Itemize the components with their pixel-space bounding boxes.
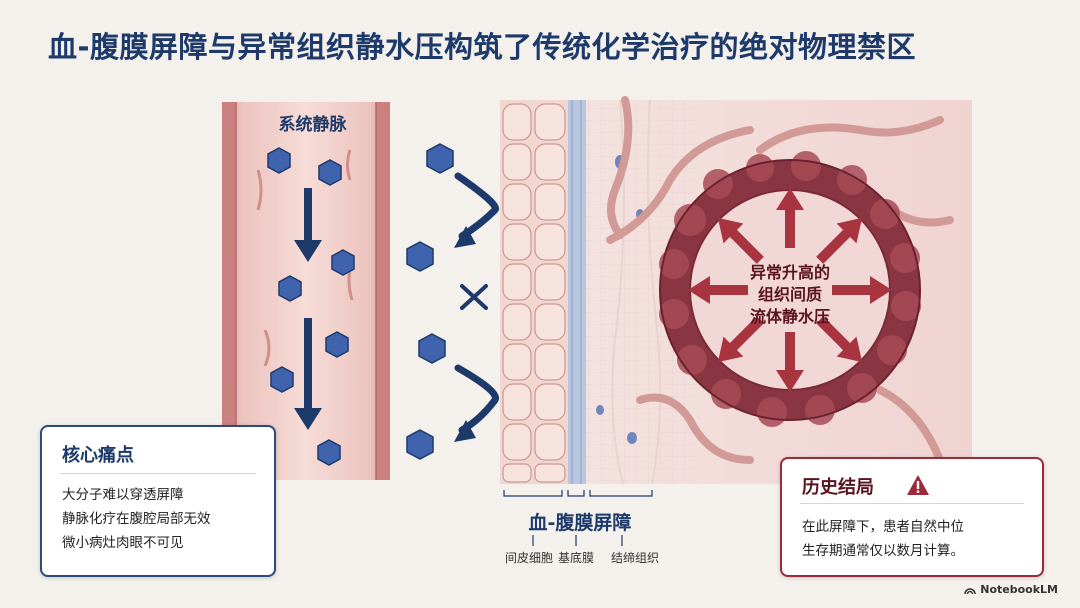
mesothelial-cells (500, 100, 568, 484)
pain-points-card: 核心痛点 大分子难以穿透屏障 静脉化疗在腹腔局部无效 微小病灶肉眼不可见 (40, 425, 276, 577)
history-card: 历史结局 在此屏障下，患者自然中位 生存期通常仅以数月计算。 (780, 457, 1044, 577)
history-card-line: 在此屏障下，患者自然中位 (802, 515, 964, 539)
pain-card-lines: 大分子难以穿透屏障 静脉化疗在腹腔局部无效 微小病灶肉眼不可见 (62, 483, 211, 555)
history-card-line: 生存期通常仅以数月计算。 (802, 539, 964, 563)
layer-label-connective: 结缔组织 (611, 549, 659, 566)
card-divider (60, 473, 256, 474)
deflect-arrowheads (454, 226, 476, 442)
pressure-label-line: 流体静水压 (725, 306, 855, 328)
pressure-label-line: 异常升高的 (725, 262, 855, 284)
brand-name: NotebookLM (980, 583, 1058, 596)
blocked-x-icon (462, 286, 486, 308)
layer-label-mesothelial: 间皮细胞 (505, 549, 553, 566)
history-card-title: 历史结局 (802, 473, 874, 499)
deflect-arrows (458, 176, 496, 430)
vein-label: 系统静脉 (250, 110, 375, 135)
pain-card-title: 核心痛点 (62, 441, 134, 467)
warning-icon (906, 474, 930, 496)
pressure-label: 异常升高的 组织间质 流体静水压 (725, 262, 855, 328)
brand-logo: NotebookLM (964, 583, 1058, 596)
pain-card-line: 静脉化疗在腹腔局部无效 (62, 507, 211, 531)
card-divider (800, 503, 1024, 504)
notebooklm-icon (964, 585, 976, 595)
pressure-label-line: 组织间质 (725, 284, 855, 306)
history-card-lines: 在此屏障下，患者自然中位 生存期通常仅以数月计算。 (802, 515, 964, 563)
basement-membrane (568, 100, 586, 484)
barrier-title: 血-腹膜屏障 (505, 508, 655, 535)
pain-card-line: 微小病灶肉眼不可见 (62, 531, 211, 555)
layer-label-basement: 基底膜 (558, 549, 594, 566)
blocked-molecules (407, 144, 453, 459)
pain-card-line: 大分子难以穿透屏障 (62, 483, 211, 507)
